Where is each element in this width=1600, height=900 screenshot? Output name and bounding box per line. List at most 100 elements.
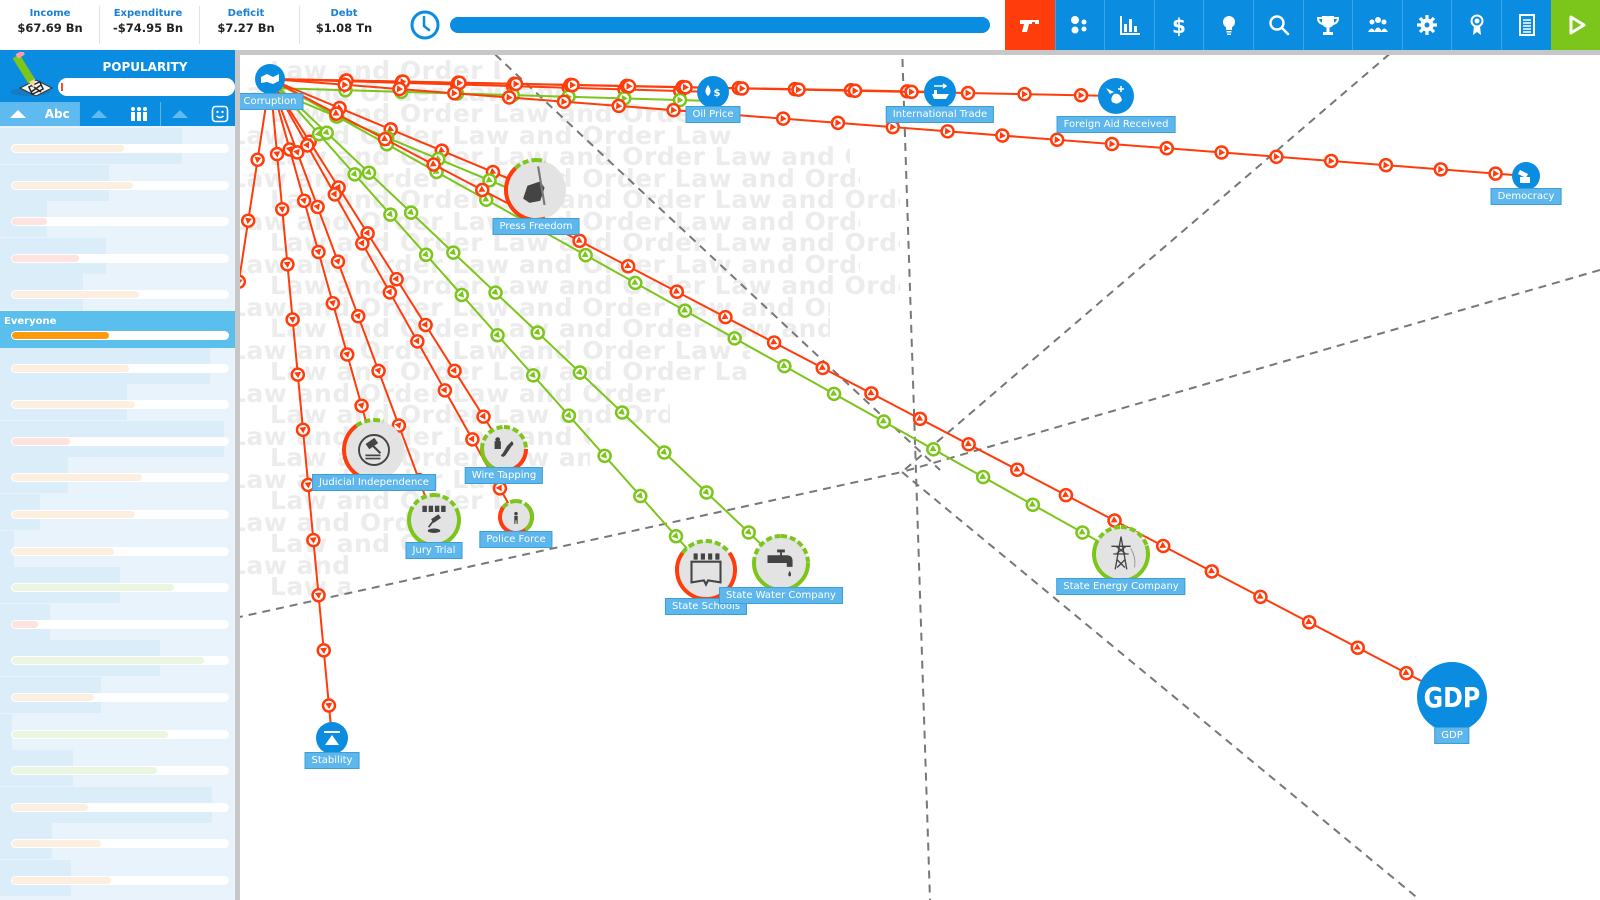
flow-arrow-marker (389, 271, 404, 287)
awards-button[interactable] (1451, 0, 1502, 50)
link-stability-negative[interactable] (269, 78, 337, 739)
popularity-bar (11, 692, 229, 702)
popularity-bar (11, 766, 229, 776)
flow-arrow-marker (1017, 86, 1032, 102)
link-press-negative[interactable] (269, 78, 537, 191)
flow-arrow-marker (561, 408, 577, 423)
voter-group-selected[interactable]: Everyone (0, 310, 240, 348)
link-wiretap-negative[interactable] (269, 78, 505, 450)
popularity-fill (12, 876, 111, 884)
voter-group-row[interactable] (0, 457, 240, 494)
voter-group-row[interactable] (0, 676, 240, 714)
sort-size-button[interactable] (80, 102, 161, 126)
node-gdp[interactable]: GDP (1417, 662, 1487, 732)
next-turn-button[interactable] (1550, 0, 1600, 50)
link-offscreen-left-negative[interactable] (240, 78, 271, 300)
flow-arrow-marker (668, 529, 684, 544)
stat-debt[interactable]: Debt $1.08 Tn (294, 0, 394, 50)
flow-arrow-marker (1107, 513, 1122, 528)
node-judicial[interactable] (342, 418, 404, 481)
jury-label: Jury Trial (405, 542, 463, 559)
link-judicial-negative[interactable] (269, 78, 375, 451)
top-bar: Income $67.69 Bn Expenditure -$74.95 Bn … (0, 0, 1600, 50)
finance-button[interactable]: $ (1153, 0, 1204, 50)
sort-happiness-button[interactable] (161, 102, 240, 126)
voter-group-row[interactable] (0, 786, 240, 824)
stat-label: Income (29, 8, 71, 19)
flow-arrow-marker (620, 259, 636, 274)
voter-group-row[interactable] (0, 164, 240, 202)
ideas-button[interactable] (1203, 0, 1254, 50)
flow-arrow-marker (476, 409, 491, 424)
voter-group-row[interactable] (0, 237, 240, 275)
achievements-button[interactable] (1302, 0, 1353, 50)
voter-group-row[interactable] (0, 347, 240, 385)
node-circle (677, 541, 735, 599)
policy-ring-segment (373, 418, 384, 424)
settings-button[interactable] (1401, 0, 1452, 50)
group-search-input[interactable] (58, 78, 235, 96)
node-trade[interactable] (924, 76, 956, 108)
voter-group-row[interactable] (0, 750, 240, 787)
node-democracy[interactable] (1512, 162, 1540, 190)
vote-pencil-icon (10, 52, 54, 97)
watermark-text: Law and Order Law and Order Law and Orde… (270, 275, 900, 297)
voter-group-row[interactable] (0, 859, 240, 897)
voter-group-row[interactable] (0, 201, 240, 238)
voter-group-row[interactable] (0, 128, 240, 165)
link-gdp-negative[interactable] (269, 78, 1453, 698)
voter-group-row[interactable] (0, 274, 240, 311)
handshake-icon (261, 74, 279, 84)
voter-group-row[interactable] (0, 640, 240, 677)
node-energy[interactable] (1092, 525, 1150, 583)
node-wiretap[interactable] (480, 425, 528, 473)
flow-arrow-marker (556, 94, 572, 109)
popularity-bar (11, 253, 229, 263)
voter-group-row[interactable] (0, 384, 240, 421)
stat-income[interactable]: Income $67.69 Bn (0, 0, 100, 50)
judicial-label: Judicial Independence (312, 474, 436, 491)
statistics-button[interactable] (1104, 0, 1155, 50)
stat-deficit[interactable]: Deficit $7.27 Bn (196, 0, 296, 50)
voter-group-row[interactable] (0, 713, 240, 751)
sort-alpha-button[interactable]: Abc (0, 102, 81, 126)
voter-group-row[interactable] (0, 530, 240, 568)
water-label: State Water Company (719, 587, 843, 604)
voter-group-row[interactable] (0, 823, 240, 860)
law-and-order-button[interactable] (1005, 0, 1055, 50)
oil-dollar-icon: $ (705, 85, 721, 99)
node-corruption[interactable] (255, 64, 285, 94)
voter-group-row[interactable] (0, 420, 240, 458)
guide-line (240, 471, 903, 618)
node-jury[interactable] (407, 493, 461, 547)
voters-button[interactable] (1352, 0, 1403, 50)
node-stability[interactable] (316, 722, 348, 754)
flow-arrow-marker (815, 360, 830, 376)
social-button[interactable] (1054, 0, 1105, 50)
flow-arrow-marker (885, 119, 901, 135)
police-label: Police Force (479, 531, 553, 548)
search-button[interactable] (1253, 0, 1303, 50)
node-press[interactable] (504, 158, 566, 222)
link-water-positive[interactable] (269, 78, 782, 564)
link-democracy-negative[interactable] (269, 77, 1527, 181)
voter-group-row[interactable] (0, 603, 240, 641)
flow-arrow-marker (330, 254, 346, 269)
watermark-text: Law and Order Law and Order Law and Orde… (270, 60, 500, 82)
node-oil[interactable]: $ (697, 76, 729, 108)
energy-label: State Energy Company (1056, 578, 1186, 595)
stat-expenditure[interactable]: Expenditure -$74.95 Bn (98, 0, 198, 50)
link-schools-positive[interactable] (269, 78, 707, 571)
node-police[interactable] (498, 499, 534, 535)
voter-group-row[interactable] (0, 493, 240, 531)
report-button[interactable] (1501, 0, 1551, 50)
voter-group-row[interactable] (0, 567, 240, 604)
link-police-negative[interactable] (269, 78, 517, 518)
node-aid[interactable] (1098, 78, 1134, 114)
flow-arrow-marker (392, 81, 407, 97)
sidebar-scrollbar[interactable] (235, 50, 240, 900)
popularity-bar (11, 583, 229, 593)
flow-arrow-marker (777, 358, 792, 374)
flow-arrow-marker (677, 303, 693, 318)
node-water[interactable] (752, 534, 810, 592)
